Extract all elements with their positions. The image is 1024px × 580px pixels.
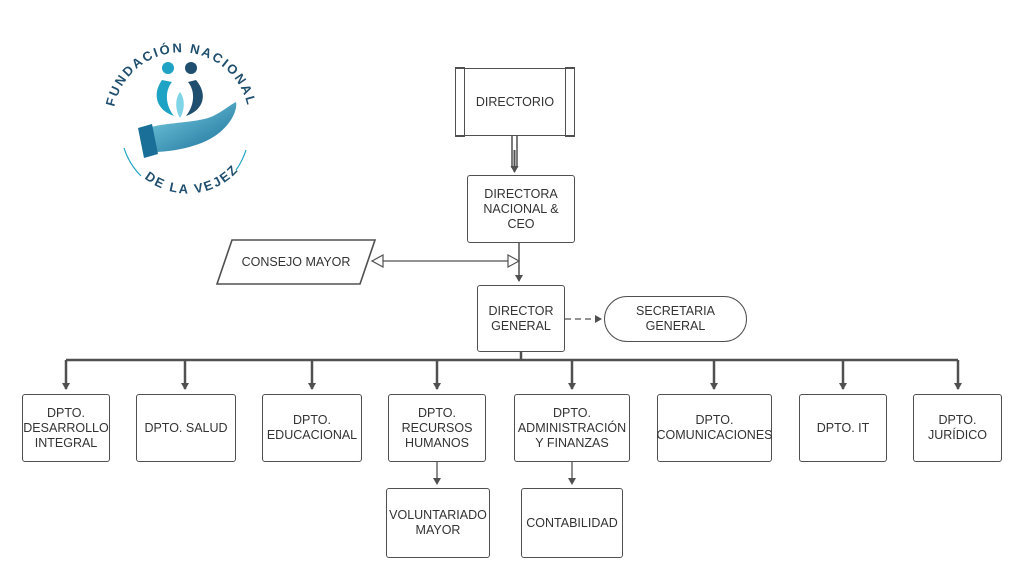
node-dpto-administracion-finanzas: DPTO. ADMINISTRACIÓN Y FINANZAS xyxy=(514,394,630,462)
logo-figure-head-icon xyxy=(162,62,174,74)
node-voluntariado-mayor: VOLUNTARIADO MAYOR xyxy=(386,488,490,558)
node-dpto-juridico: DPTO. JURÍDICO xyxy=(913,394,1002,462)
node-dpto-comunicaciones: DPTO. COMUNICACIONES xyxy=(657,394,773,462)
node-contabilidad: CONTABILIDAD xyxy=(521,488,623,558)
node-director-general: DIRECTOR GENERAL xyxy=(477,285,565,352)
logo-hand-icon xyxy=(142,102,237,152)
node-dpto-salud: DPTO. SALUD xyxy=(136,394,236,462)
fundacion-logo: FUNDACIÓN NACIONAL DE LA VEJEZ xyxy=(103,40,258,196)
node-directorio: DIRECTORIO xyxy=(455,67,575,137)
node-secretaria-general: SECRETARIA GENERAL xyxy=(604,296,747,342)
node-dpto-desarrollo-integral: DPTO. DESARROLLO INTEGRAL xyxy=(22,394,110,462)
node-directora-nacional: DIRECTORA NACIONAL & CEO xyxy=(467,175,575,243)
node-consejo-mayor: CONSEJO MAYOR xyxy=(241,254,351,269)
node-dpto-it: DPTO. IT xyxy=(799,394,887,462)
consejo-shape xyxy=(215,239,377,285)
node-dpto-recursos-humanos: DPTO. RECURSOS HUMANOS xyxy=(388,394,486,462)
node-dpto-educacional: DPTO. EDUCACIONAL xyxy=(262,394,362,462)
logo-figure-icon xyxy=(156,80,174,116)
